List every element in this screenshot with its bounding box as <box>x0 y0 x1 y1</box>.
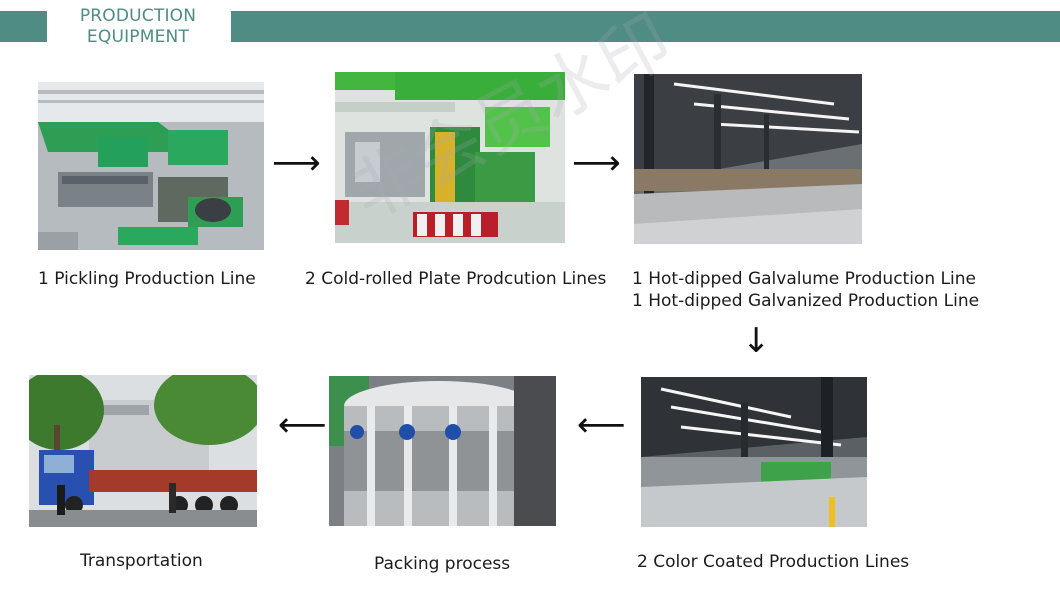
arrow-right-1: ⟶ <box>272 146 321 180</box>
caption-pickling: 1 Pickling Production Line <box>38 268 256 290</box>
transportation-photo <box>29 375 257 527</box>
header-bar-right <box>231 11 1060 42</box>
arrow-left-1: ⟵ <box>577 408 626 442</box>
cold-rolled-photo <box>335 72 565 243</box>
header-bar-left <box>0 11 47 42</box>
page-title: PRODUCTION EQUIPMENT <box>62 6 214 48</box>
color-coated-photo <box>641 377 867 527</box>
caption-packing: Packing process <box>374 553 510 575</box>
caption-hot-dipped-galvalume: 1 Hot-dipped Galvalume Production Line <box>632 268 976 290</box>
caption-cold-rolled: 2 Cold-rolled Plate Prodcution Lines <box>305 268 606 290</box>
pickling-line-photo <box>38 82 264 250</box>
arrow-down: ↓ <box>742 324 771 358</box>
caption-hot-dipped-galvanized: 1 Hot-dipped Galvanized Production Line <box>632 290 979 312</box>
page-title-line1: PRODUCTION <box>62 6 214 27</box>
caption-transportation: Transportation <box>80 550 203 572</box>
arrow-left-2: ⟵ <box>278 408 327 442</box>
caption-color-coated: 2 Color Coated Production Lines <box>637 551 909 573</box>
packing-photo <box>329 376 556 526</box>
page-title-line2: EQUIPMENT <box>62 27 214 48</box>
arrow-right-2: ⟶ <box>572 146 621 180</box>
hot-dipped-photo <box>634 74 862 244</box>
